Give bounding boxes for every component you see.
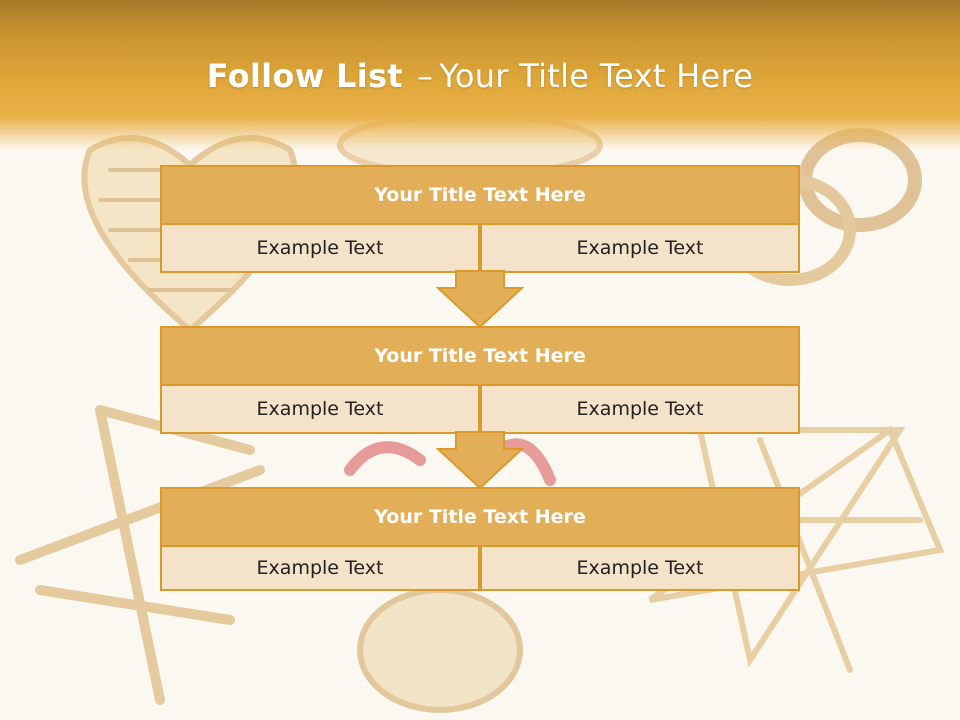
straw-star-ornament-left <box>15 405 265 705</box>
block-cell-right: Example Text <box>480 384 800 434</box>
block-cell-right: Example Text <box>480 545 800 591</box>
block-title: Your Title Text Here <box>160 165 800 225</box>
down-arrow-icon <box>436 431 524 490</box>
block-cell-right: Example Text <box>480 223 800 273</box>
title-bar <box>0 0 960 150</box>
block-title: Your Title Text Here <box>160 487 800 547</box>
block-title: Your Title Text Here <box>160 326 800 386</box>
title-separator: – <box>416 57 434 95</box>
block-cell-left: Example Text <box>160 223 480 273</box>
block-cell-left: Example Text <box>160 384 480 434</box>
block-cell-left: Example Text <box>160 545 480 591</box>
straw-basket-ornament <box>344 438 556 713</box>
down-arrow-icon <box>436 270 524 329</box>
slide-title: Follow List–Your Title Text Here <box>0 56 960 96</box>
title-bold-text: Follow List <box>206 57 403 95</box>
title-rest-text: Your Title Text Here <box>439 57 754 95</box>
